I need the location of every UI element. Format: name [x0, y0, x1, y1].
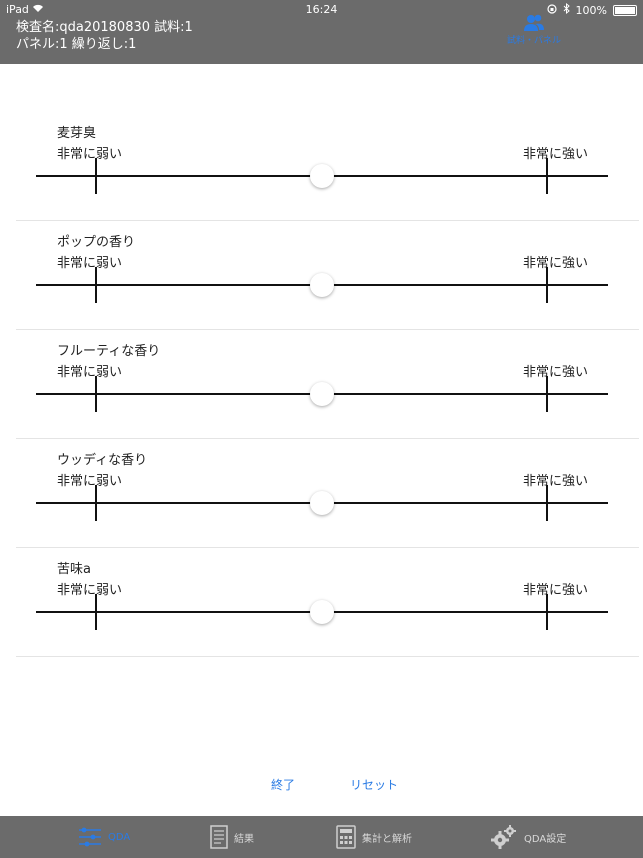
- sample-panel-button[interactable]: 試料・パネル: [503, 14, 565, 48]
- attribute-row: 麦芽臭 非常に弱い 非常に強い: [16, 112, 639, 221]
- calculator-icon: [336, 825, 356, 849]
- battery-icon: [613, 4, 637, 16]
- low-anchor-tick: [95, 376, 97, 412]
- tab-qda-settings[interactable]: QDA設定: [490, 816, 566, 858]
- sample-panel-label: 試料・パネル: [506, 36, 561, 46]
- slider-thumb[interactable]: [310, 600, 334, 624]
- high-anchor-tick: [546, 594, 548, 630]
- panel-info: パネル:1 繰り返し:1: [16, 37, 137, 52]
- scale-high-label: 非常に強い: [522, 474, 588, 489]
- document-icon: [210, 825, 228, 849]
- scale-high-label: 非常に強い: [522, 256, 588, 271]
- scale-low-label: 非常に弱い: [57, 147, 123, 162]
- battery-percent: 100%: [575, 3, 607, 17]
- status-bar: iPad 16:24 100%: [0, 0, 643, 18]
- high-anchor-tick: [546, 376, 548, 412]
- low-anchor-tick: [95, 158, 97, 194]
- attribute-row: ポップの香り 非常に弱い 非常に強い: [16, 221, 639, 330]
- device-label: iPad: [6, 3, 44, 16]
- tab-qda-label: QDA: [108, 831, 131, 843]
- tab-bar: QDA 結果 集計と解析: [0, 816, 643, 858]
- attribute-name: 麦芽臭: [57, 126, 97, 141]
- high-anchor-tick: [546, 485, 548, 521]
- wifi-icon: [32, 3, 44, 16]
- slider-thumb[interactable]: [310, 491, 334, 515]
- users-icon: [503, 14, 565, 32]
- scale-high-label: 非常に強い: [522, 147, 588, 162]
- scale-low-label: 非常に弱い: [57, 583, 123, 598]
- orientation-lock-icon: [546, 3, 557, 17]
- low-anchor-tick: [95, 594, 97, 630]
- high-anchor-tick: [546, 158, 548, 194]
- status-time: 16:24: [305, 3, 338, 16]
- attribute-row: フルーティな香り 非常に弱い 非常に強い: [16, 330, 639, 439]
- tab-results-label: 結果: [234, 833, 254, 845]
- top-bar: iPad 16:24 100% 検査名:qda20180830 試料:1 パネル…: [0, 0, 643, 64]
- attribute-name: フルーティな香り: [57, 344, 161, 359]
- scale-high-label: 非常に強い: [522, 365, 588, 380]
- scale-high-label: 非常に強い: [522, 583, 588, 598]
- low-anchor-tick: [95, 267, 97, 303]
- tab-analysis[interactable]: 集計と解析: [336, 816, 412, 858]
- attribute-name: 苦味a: [57, 562, 91, 577]
- tab-results[interactable]: 結果: [210, 816, 254, 858]
- gear-icon: [490, 824, 518, 850]
- scale-low-label: 非常に弱い: [57, 365, 123, 380]
- high-anchor-tick: [546, 267, 548, 303]
- reset-button[interactable]: リセット: [350, 778, 399, 792]
- scale-low-label: 非常に弱い: [57, 474, 123, 489]
- tab-analysis-label: 集計と解析: [362, 833, 412, 845]
- end-button[interactable]: 終了: [271, 778, 296, 792]
- tab-qda-settings-label: QDA設定: [524, 833, 567, 845]
- attribute-row: ウッディな香り 非常に弱い 非常に強い: [16, 439, 639, 548]
- attribute-name: ポップの香り: [57, 235, 136, 250]
- slider-thumb[interactable]: [310, 273, 334, 297]
- status-right: 100%: [546, 2, 637, 17]
- slider-thumb[interactable]: [310, 164, 334, 188]
- test-name: 検査名:qda20180830 試料:1: [16, 20, 193, 35]
- attribute-name: ウッディな香り: [57, 453, 148, 468]
- device-name: iPad: [6, 3, 29, 16]
- attribute-row: 苦味a 非常に弱い 非常に強い: [16, 548, 639, 657]
- low-anchor-tick: [95, 485, 97, 521]
- scale-low-label: 非常に弱い: [57, 256, 123, 271]
- slider-thumb[interactable]: [310, 382, 334, 406]
- tab-qda[interactable]: QDA: [78, 816, 130, 858]
- bluetooth-icon: [563, 2, 570, 17]
- sliders-icon: [78, 826, 102, 848]
- action-bar: 終了 リセット: [0, 776, 643, 796]
